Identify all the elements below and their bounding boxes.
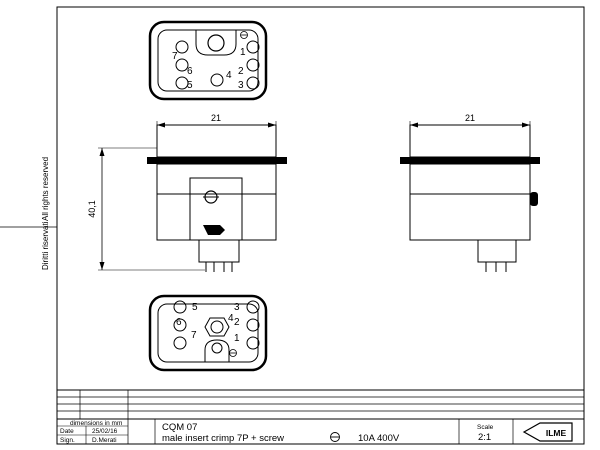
insert-upper-body	[156, 124, 277, 158]
logo-text: ILME	[546, 428, 567, 438]
contact-hole	[246, 300, 260, 314]
side-base	[409, 193, 531, 241]
side-screw-knob	[530, 192, 538, 206]
earth-marker-icon	[203, 225, 225, 235]
side-lower-body	[409, 163, 531, 195]
pin-label: 6	[176, 317, 182, 328]
earth-symbol-icon	[240, 31, 248, 39]
pin-label: 2	[234, 317, 240, 328]
contact-hole	[246, 40, 260, 54]
rights-english: All rights reserved	[41, 157, 50, 221]
bottom-face-view: 5 3 6 4 2 7 1	[148, 294, 268, 372]
rating: 10A 400V	[358, 433, 400, 444]
rights-italian: Diritti riservati	[41, 221, 50, 270]
scale-value: 2:1	[478, 432, 491, 443]
pin-label: 4	[228, 313, 234, 324]
pin-label: 5	[192, 302, 198, 313]
contact-hole	[173, 336, 187, 350]
screw-boss	[195, 30, 237, 56]
contact-hole	[246, 318, 260, 332]
ilme-logo: ILME	[522, 422, 573, 442]
bottom-screw-hole	[211, 342, 223, 354]
pin-label: 6	[187, 66, 193, 77]
contact-hole	[175, 58, 189, 72]
contact-hole	[246, 336, 260, 350]
pin-label: 5	[187, 80, 193, 91]
dimensions-note: dimensions in mm	[70, 420, 122, 427]
title-block: dimensions in mm Date 25/02/16 Sign. D.M…	[57, 389, 584, 444]
dimension-height: 40,1	[87, 200, 97, 218]
pin-label: 7	[191, 330, 197, 341]
contact-hole	[175, 76, 189, 90]
screw-hole	[207, 34, 225, 52]
pin-label: 1	[234, 333, 240, 344]
pin-label: 4	[226, 70, 232, 81]
center-contact	[210, 320, 224, 334]
flange-bar	[147, 157, 287, 164]
top-face-inner	[157, 29, 259, 92]
crimp-leg-block	[198, 239, 240, 263]
sign-value: D.Merati	[92, 437, 117, 444]
contact-hole	[175, 40, 189, 54]
sign-label: Sign.	[60, 437, 75, 444]
pin-label: 2	[238, 66, 244, 77]
contact-hole	[210, 73, 224, 87]
scale-label: Scale	[477, 424, 494, 431]
top-face-outer	[148, 20, 268, 101]
earth-symbol-icon	[229, 349, 237, 357]
bottom-face-inner	[157, 303, 259, 363]
bottom-face-outer	[148, 294, 268, 372]
part-description: male insert crimp 7P + screw	[162, 433, 284, 444]
side-upper-body	[409, 124, 531, 158]
side-crimp-block	[477, 239, 517, 263]
dimension-width-side: 21	[465, 113, 475, 123]
contact-hole	[173, 318, 187, 332]
sheet-border	[56, 6, 585, 445]
insert-lower-body	[156, 163, 277, 195]
contact-hole	[246, 58, 260, 72]
contact-hole	[173, 300, 187, 314]
dimension-width-front: 21	[211, 113, 221, 123]
pin-label: 1	[240, 47, 246, 58]
center-hex	[204, 317, 230, 337]
contact-hole	[246, 76, 260, 90]
date-value: 25/02/16	[92, 428, 118, 435]
pin-label: 3	[234, 302, 240, 313]
bottom-screw-boss	[204, 339, 230, 362]
date-label: Date	[60, 428, 74, 435]
side-elevation-view: 21	[400, 113, 540, 272]
pin-label: 3	[238, 80, 244, 91]
pin-label: 7	[172, 51, 178, 62]
part-code: CQM 07	[162, 422, 197, 433]
earth-symbol-icon	[330, 432, 340, 442]
side-flange-bar	[400, 157, 540, 164]
front-elevation-view: 21 40,1	[87, 113, 287, 272]
top-face-view: 7 1 6 4 2 5 3	[148, 20, 268, 101]
